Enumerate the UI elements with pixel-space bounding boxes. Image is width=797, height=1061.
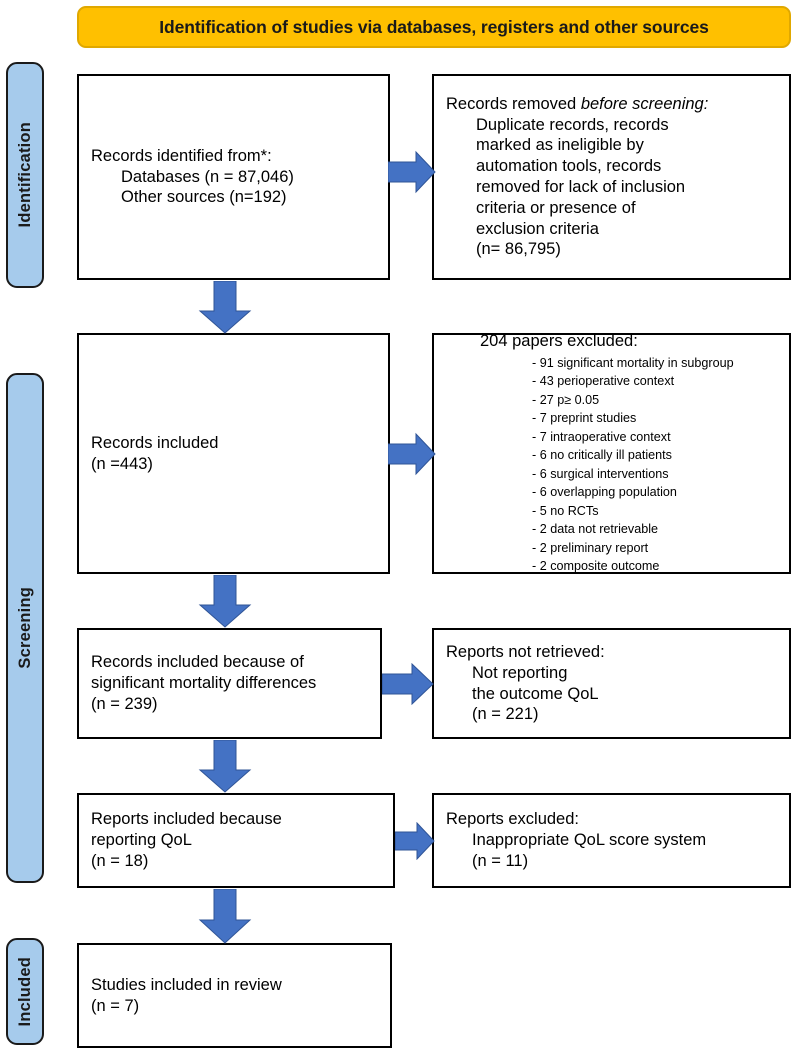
- stage-tab-included: Included: [6, 938, 44, 1045]
- reports-excluded-heading: Reports excluded:: [446, 810, 579, 829]
- stage-tab-included-label: Included: [15, 956, 34, 1027]
- records-removed-line4: automation tools, records: [476, 157, 662, 176]
- list-item: - 2 data not retrievable: [532, 522, 659, 537]
- records-removed-line6: criteria or presence of: [476, 198, 636, 217]
- box-records-included-mortality: Records included because of significant …: [77, 628, 382, 739]
- box-studies-included-review: Studies included in review (n = 7): [77, 943, 392, 1048]
- records-identified-databases: Databases (n = 87,046): [121, 167, 294, 186]
- arrow-down-identified-to-records-included: [198, 281, 252, 334]
- box-records-removed: Records removed before screening: Duplic…: [432, 74, 791, 280]
- list-item: - 7 preprint studies: [532, 411, 637, 426]
- box-reports-excluded: Reports excluded: Inappropriate QoL scor…: [432, 793, 791, 888]
- stage-tab-screening: Screening: [6, 373, 44, 883]
- studies-included-count: (n = 7): [91, 996, 140, 1015]
- arrow-right-identified-to-removed: [388, 150, 436, 194]
- records-included-count: (n =443): [91, 454, 153, 473]
- list-item: - 91 significant mortality in subgroup: [532, 355, 734, 370]
- diagram-header-title: Identification of studies via databases,…: [159, 16, 709, 37]
- stage-tab-identification-label: Identification: [15, 122, 34, 228]
- records-identified-line1: Records identified from*:: [91, 146, 272, 165]
- reports-excluded-count: (n = 11): [472, 851, 529, 870]
- not-retrieved-count: (n = 221): [472, 705, 539, 724]
- list-item: - 6 no critically ill patients: [532, 448, 672, 463]
- papers-excluded-list: - 91 significant mortality in subgroup -…: [446, 354, 777, 576]
- box-reports-not-retrieved: Reports not retrieved: Not reporting the…: [432, 628, 791, 739]
- list-item: - 27 p≥ 0.05: [532, 392, 600, 407]
- records-removed-heading-italic: before screening:: [580, 94, 709, 113]
- arrow-down-records-included-to-mortality: [198, 575, 252, 628]
- stage-tab-identification: Identification: [6, 62, 44, 288]
- arrow-right-reporting-qol-to-reports-excluded: [395, 822, 435, 860]
- list-item: - 6 surgical interventions: [532, 466, 669, 481]
- box-records-identified: Records identified from*: Databases (n =…: [77, 74, 390, 280]
- records-removed-line5: removed for lack of inclusion: [476, 178, 686, 196]
- records-removed-line3: marked as ineligible by: [476, 136, 644, 155]
- not-retrieved-heading: Reports not retrieved:: [446, 642, 605, 661]
- mortality-count: (n = 239): [91, 694, 158, 713]
- records-included-label: Records included: [91, 433, 219, 452]
- records-removed-heading: Records removed before screening:: [446, 94, 777, 115]
- list-item: - 5 no RCTs: [532, 503, 599, 518]
- list-item: - 6 overlapping population: [532, 485, 677, 500]
- mortality-line1: Records included because of: [91, 653, 304, 672]
- papers-excluded-title: 204 papers excluded:: [480, 332, 638, 351]
- diagram-header-banner: Identification of studies via databases,…: [77, 6, 791, 48]
- list-item: - 43 perioperative context: [532, 374, 675, 389]
- list-item: - 7 intraoperative context: [532, 429, 671, 444]
- records-removed-line2: Duplicate records, records: [476, 115, 669, 134]
- studies-included-label: Studies included in review: [91, 975, 282, 994]
- records-removed-heading-prefix: Records removed: [446, 94, 581, 113]
- list-item: - 2 preliminary report: [532, 540, 649, 555]
- box-papers-excluded: 204 papers excluded: - 91 significant mo…: [432, 332, 791, 576]
- records-removed-count: (n= 86,795): [476, 240, 561, 259]
- box-records-included: Records included (n =443): [77, 333, 390, 574]
- arrow-down-reporting-qol-to-studies-included: [198, 889, 252, 944]
- list-item: - 2 composite outcome: [532, 559, 660, 574]
- arrow-right-records-included-to-excluded: [388, 432, 436, 476]
- records-identified-other-sources: Other sources (n=192): [121, 188, 287, 207]
- mortality-line2: significant mortality differences: [91, 674, 317, 693]
- box-reports-included-qol: Reports included because reporting QoL (…: [77, 793, 395, 888]
- not-retrieved-line2: Not reporting: [472, 663, 568, 682]
- arrow-right-mortality-to-not-retrieved: [382, 663, 434, 705]
- arrow-down-mortality-to-reporting-qol: [198, 740, 252, 793]
- reports-excluded-reason: Inappropriate QoL score system: [472, 831, 707, 850]
- reporting-qol-line2: reporting QoL: [91, 831, 192, 850]
- not-retrieved-line3: the outcome QoL: [472, 684, 599, 703]
- records-removed-line7: exclusion criteria: [476, 219, 599, 238]
- reporting-qol-count: (n = 18): [91, 851, 149, 870]
- stage-tab-screening-label: Screening: [15, 587, 34, 669]
- reporting-qol-line1: Reports included because: [91, 810, 282, 829]
